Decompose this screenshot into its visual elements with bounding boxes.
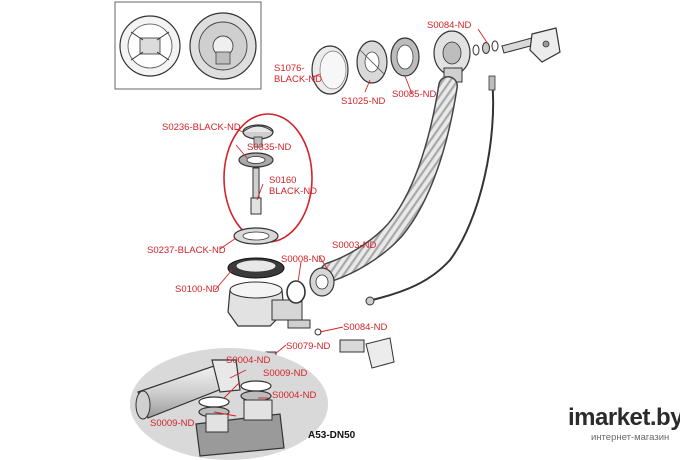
label-s0079: S0079-ND	[286, 341, 331, 352]
leader-lines	[213, 28, 489, 417]
label-s1076: S1076- BLACK-ND	[274, 63, 323, 85]
label-s0004-a: S0004-ND	[226, 355, 271, 366]
waste-flange	[233, 227, 279, 245]
overflow-plate	[356, 40, 388, 84]
label-s0160: S0160 BLACK-ND	[269, 175, 318, 197]
plug-stem	[250, 167, 262, 215]
hose-clamp-ring	[286, 280, 306, 304]
label-s0084-mid: S0084-ND	[343, 322, 388, 333]
inset-cap-outer-view	[189, 12, 257, 80]
waste-gasket	[227, 257, 285, 279]
inset-detail-box	[114, 1, 262, 90]
label-s1025: S1025-ND	[341, 96, 386, 107]
label-s0003: S0003-ND	[332, 240, 377, 251]
siphon-base	[195, 399, 285, 457]
bowden-cable	[365, 75, 496, 306]
watermark-brand: imarket.by	[568, 404, 680, 431]
model-label: A53-DN50	[308, 430, 356, 441]
siphon-elbow	[135, 359, 241, 420]
label-s0009-a: S0009-ND	[263, 368, 308, 379]
label-s0085: S0085-ND	[392, 89, 437, 100]
watermark-subtitle: интернет-магазин	[591, 432, 670, 443]
overflow-body	[433, 30, 471, 83]
inset-cap-inner-view	[119, 15, 181, 77]
plug-seal-ring	[238, 152, 274, 168]
label-s0004-b: S0004-ND	[272, 390, 317, 401]
overflow-gasket-ring	[390, 37, 420, 77]
overflow-cap	[311, 45, 349, 95]
hose-nut	[309, 267, 335, 297]
label-s0335: S0335-ND	[247, 142, 292, 153]
label-s0008: S0008-ND	[281, 254, 326, 265]
label-s0100: S0100-ND	[175, 284, 220, 295]
label-s0084-top: S0084-ND	[427, 20, 472, 31]
label-s0237: S0237-BLACK-ND	[147, 245, 226, 256]
overflow-nut-washers	[472, 40, 499, 56]
waste-body	[227, 281, 303, 327]
label-s0009-b: S0009-ND	[150, 418, 195, 429]
label-s0236: S0236-BLACK-ND	[162, 122, 241, 133]
lower-cable-link	[287, 319, 395, 369]
cable-handle	[501, 27, 561, 63]
